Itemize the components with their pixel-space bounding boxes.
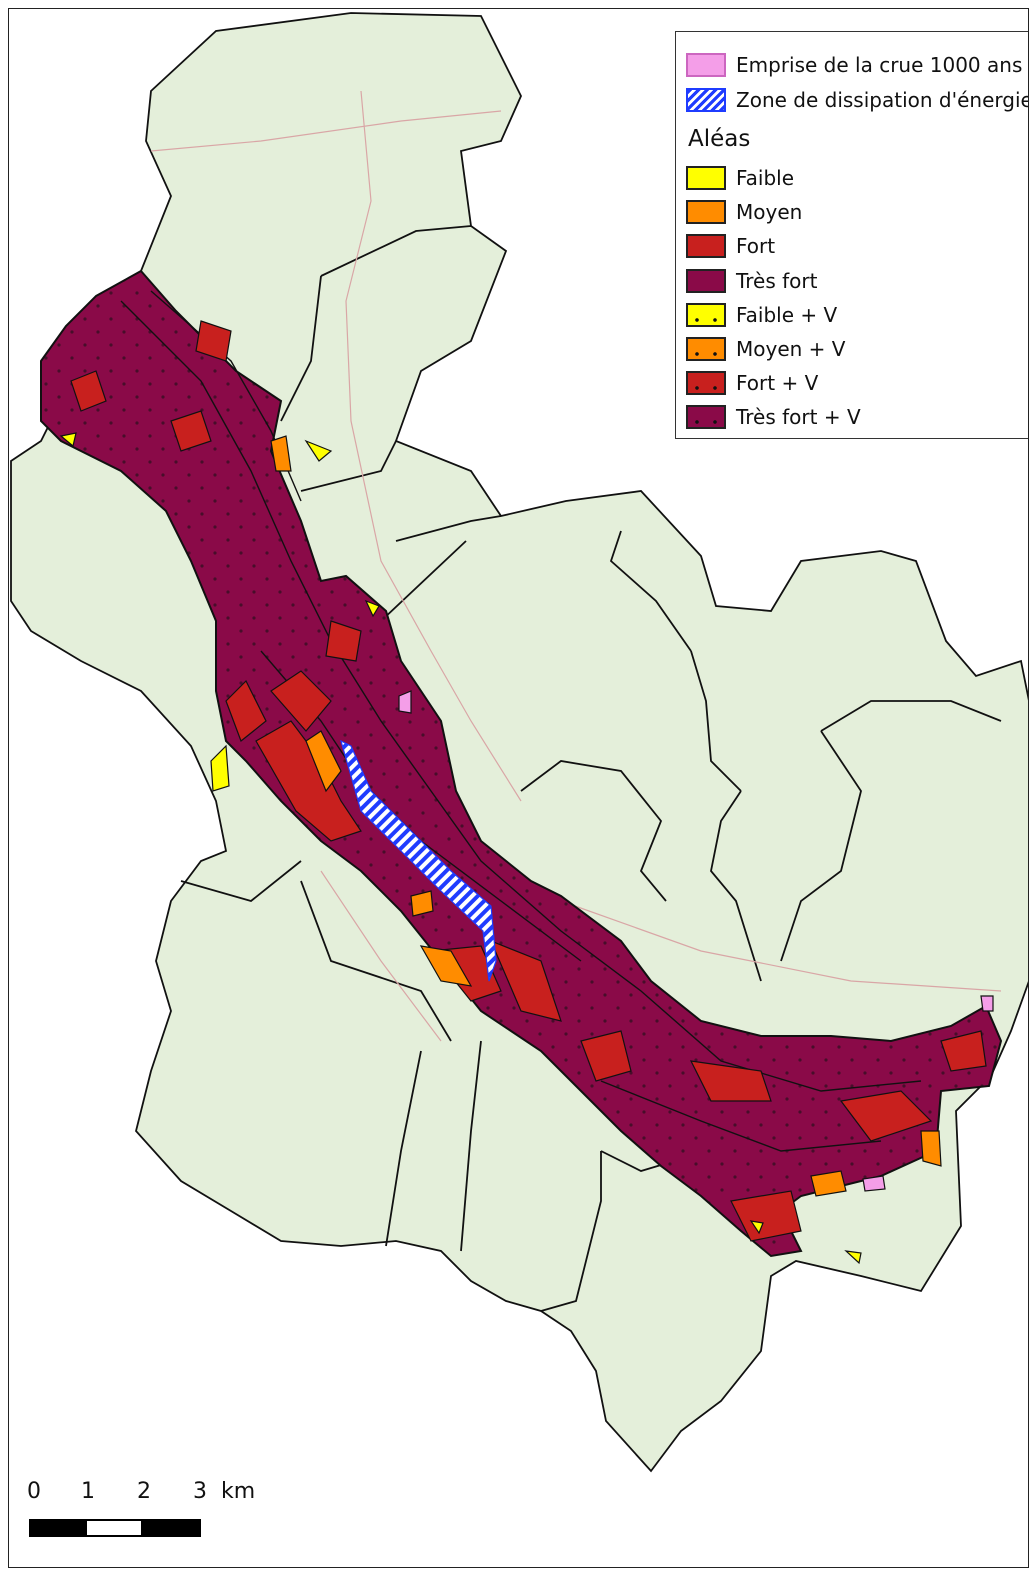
legend-row-crue-1000: Emprise de la crue 1000 ans bbox=[686, 52, 1022, 78]
scale-segment-white bbox=[85, 1519, 143, 1537]
legend-heading: Aléas bbox=[688, 126, 751, 152]
scale-unit-label: km bbox=[221, 1479, 256, 1504]
scale-bar: 0 1 2 3 km bbox=[27, 1479, 267, 1549]
legend-swatch bbox=[686, 302, 726, 327]
scale-segment-black bbox=[141, 1519, 201, 1537]
legend-row-fort-v: Fort + V bbox=[686, 370, 818, 396]
legend-label: Très fort bbox=[736, 268, 818, 293]
crue-1000-ans-zone bbox=[398, 690, 994, 1192]
flood-zone-moyen bbox=[270, 435, 942, 1197]
legend-label: Fort bbox=[736, 234, 776, 259]
scale-segment-black bbox=[29, 1519, 87, 1537]
legend-swatch bbox=[686, 166, 726, 190]
legend-swatch bbox=[686, 371, 726, 396]
legend-swatch bbox=[686, 337, 726, 361]
map-legend: Emprise de la crue 1000 ans Zone de diss… bbox=[675, 31, 1029, 439]
dissipation-zone bbox=[340, 739, 497, 982]
legend-row-tr-s-fort: Très fort bbox=[686, 268, 817, 294]
map-frame: Emprise de la crue 1000 ans Zone de diss… bbox=[8, 8, 1029, 1568]
legend-swatch bbox=[686, 200, 726, 225]
legend-label: Emprise de la crue 1000 ans bbox=[736, 53, 1023, 77]
legend-swatch bbox=[686, 268, 726, 293]
flood-zone-faible bbox=[59, 432, 862, 1265]
legend-row-dissipation: Zone de dissipation d'énergie bbox=[686, 87, 1029, 113]
roads bbox=[150, 90, 1002, 1042]
legend-swatch bbox=[686, 234, 726, 259]
legend-label: Faible bbox=[736, 166, 795, 190]
legend-label: Très fort + V bbox=[736, 405, 861, 430]
legend-swatch-dissipation bbox=[686, 88, 726, 112]
legend-swatch-crue-1000 bbox=[686, 53, 726, 77]
legend-swatch bbox=[686, 405, 726, 430]
legend-label: Faible + V bbox=[736, 302, 838, 327]
legend-row-tr-s-fort-v: Très fort + V bbox=[686, 404, 861, 430]
legend-row-fort: Fort bbox=[686, 233, 775, 259]
legend-label: Fort + V bbox=[736, 371, 819, 396]
scale-tick-label: 1 bbox=[81, 1479, 95, 1504]
scale-tick-label: 0 bbox=[27, 1479, 41, 1504]
legend-label: Moyen bbox=[736, 200, 803, 225]
scale-tick-label: 2 bbox=[137, 1479, 151, 1504]
legend-row-faible-v: Faible + V bbox=[686, 302, 837, 328]
legend-label: Moyen + V bbox=[736, 337, 846, 361]
legend-row-moyen: Moyen bbox=[686, 199, 802, 225]
legend-row-faible: Faible bbox=[686, 165, 794, 191]
legend-row-moyen-v: Moyen + V bbox=[686, 336, 845, 362]
commune-borders bbox=[180, 225, 1002, 1312]
scale-tick-label: 3 bbox=[193, 1479, 207, 1504]
legend-label: Zone de dissipation d'énergie bbox=[736, 88, 1029, 112]
